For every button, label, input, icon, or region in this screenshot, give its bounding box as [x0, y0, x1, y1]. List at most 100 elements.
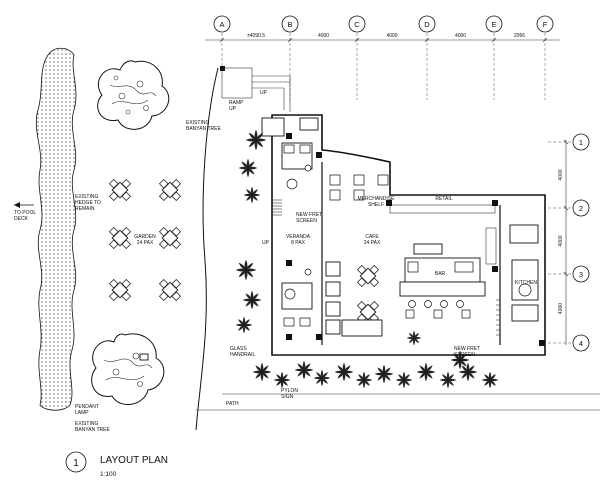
grid-label: B	[287, 20, 292, 29]
grid-label: E	[491, 20, 496, 29]
palm-plant-icon	[235, 259, 257, 281]
palm-plant-icon	[245, 129, 267, 151]
cafe-table	[325, 301, 341, 317]
grid-bubble	[418, 15, 436, 33]
dim-value: 4000	[318, 33, 329, 39]
cafe-table	[325, 261, 341, 277]
dim-tick	[563, 205, 569, 211]
palm-plant-icon	[238, 158, 258, 178]
dim-value: 4000	[558, 169, 564, 180]
dim-tick	[354, 37, 360, 43]
building-walls	[271, 114, 546, 356]
grid-bubble	[348, 15, 366, 33]
grid-bubble	[213, 15, 231, 33]
grid-label: C	[354, 20, 360, 29]
veranda-seating	[261, 117, 319, 327]
palm-plant-icon	[439, 371, 457, 389]
bar-stool	[424, 300, 432, 308]
bar-stools	[405, 300, 471, 319]
kitchen-equipment	[485, 224, 539, 322]
grid-label: 1	[579, 138, 583, 147]
dim-tick	[542, 37, 548, 43]
table-with-four-chairs-icon	[108, 278, 132, 302]
dim-value: ±4090.5	[247, 33, 265, 39]
grid-bubble	[572, 334, 590, 352]
label-path: PATH	[226, 401, 239, 407]
ramp	[220, 66, 291, 112]
table-with-four-chairs-icon	[108, 178, 132, 202]
bar-stool	[456, 300, 464, 308]
palm-plant-icon	[252, 362, 272, 382]
grid-label: 4	[579, 339, 583, 348]
grid-bubble	[281, 15, 299, 33]
cafe-table	[325, 319, 341, 335]
bar-stool	[433, 309, 443, 319]
table-with-four-chairs-icon	[158, 278, 182, 302]
banyan-tree-icon	[91, 333, 165, 405]
palm-plant-icon	[334, 362, 354, 382]
grid-bubble	[572, 265, 590, 283]
palm-plant-icon	[294, 360, 314, 380]
banyan-tree-icon	[97, 60, 170, 130]
dim-tick	[563, 271, 569, 277]
label-retail: RETAIL	[435, 196, 452, 202]
label-up-top: UP	[260, 90, 268, 96]
palm-plant-icon	[406, 330, 422, 346]
left-arrow-icon	[14, 202, 34, 208]
palm-plant-icon	[242, 290, 262, 310]
bar-counter	[399, 243, 486, 297]
title-number: 1	[73, 458, 79, 469]
palm-plant-icon	[416, 362, 436, 382]
palm-plant-icon	[374, 364, 394, 384]
dim-tick	[491, 37, 497, 43]
dim-tick	[424, 37, 430, 43]
row-dimensions: 4000 4000 4000	[558, 139, 569, 314]
table-with-four-chairs-icon	[108, 226, 132, 250]
cafe-table	[325, 281, 341, 297]
palm-plant-icon	[235, 316, 253, 334]
palm-plant-icons	[235, 129, 499, 389]
grid-bubble	[536, 15, 554, 33]
palm-plant-icon	[273, 371, 291, 389]
garden-dining-area	[108, 178, 182, 302]
grid-label: A	[219, 20, 224, 29]
grid-bubble	[485, 15, 503, 33]
table-with-four-chairs-icon	[158, 226, 182, 250]
palm-plant-icon	[243, 186, 261, 204]
dim-value: 4000	[455, 33, 466, 39]
grid-label: F	[543, 20, 548, 29]
steps	[272, 199, 500, 336]
label-kitchen: KITCHEN	[515, 280, 537, 286]
dim-value: 4000	[558, 235, 564, 246]
palm-plant-icon	[395, 371, 413, 389]
title-number-bubble	[65, 451, 87, 473]
table-with-four-chairs-icon	[356, 264, 380, 288]
table-with-four-chairs-icon	[158, 178, 182, 202]
dim-value: 4000	[558, 303, 564, 314]
label-bar: BAR	[435, 271, 446, 277]
bar-stool	[405, 309, 415, 319]
palm-plant-icon	[355, 371, 373, 389]
dim-tick	[219, 37, 225, 43]
palm-plant-icon	[450, 350, 470, 370]
cafe-table	[341, 319, 383, 337]
retail-shelving	[329, 174, 389, 201]
palm-plant-icon	[481, 371, 499, 389]
dim-tick	[287, 37, 293, 43]
dim-value: 4000	[386, 33, 397, 39]
